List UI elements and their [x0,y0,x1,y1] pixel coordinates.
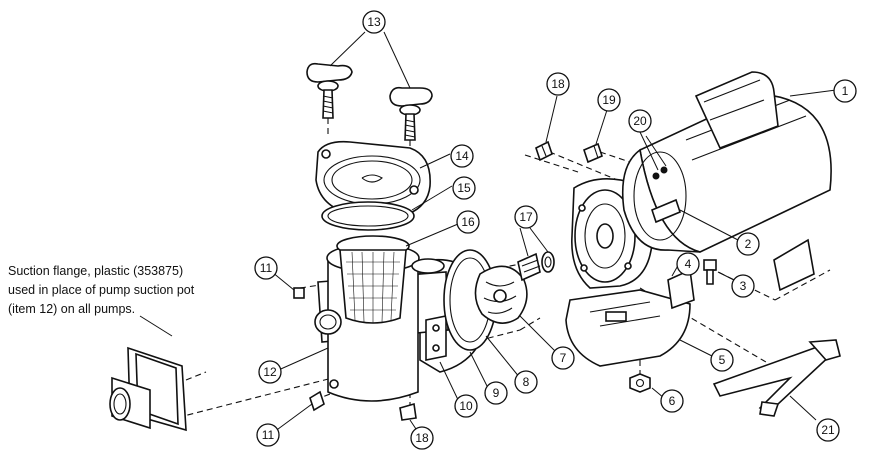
svg-text:12: 12 [263,365,277,379]
callout-8: 8 [514,370,538,394]
svg-text:2: 2 [745,237,752,251]
impeller [474,265,528,324]
svg-text:21: 21 [821,423,835,437]
svg-text:1: 1 [842,84,849,98]
callout-14: 14 [450,144,474,168]
leader-lines [139,31,837,433]
strainer-lid [315,140,431,215]
suction-flange-note: Suction flange, plastic (353875) used in… [8,262,258,319]
callout-15: 15 [452,176,476,200]
lid-o-ring [321,201,415,231]
lid-knob-left [306,62,353,119]
svg-text:11: 11 [260,261,273,275]
svg-text:17: 17 [519,210,533,224]
callout-13: 13 [362,10,386,34]
callout-18-bottom: 18 [410,426,434,450]
svg-text:15: 15 [457,181,471,195]
callout-6: 6 [660,389,684,413]
note-line-3: (item 12) on all pumps. [8,302,136,316]
callout-11-bottom: 11 [256,423,280,447]
callout-18-top: 18 [546,72,570,96]
suction-flange [109,346,207,432]
svg-text:6: 6 [669,394,676,408]
base-tool [712,339,841,417]
screw-11-bottom [309,390,325,412]
svg-text:18: 18 [551,77,565,91]
svg-text:14: 14 [455,149,469,163]
svg-text:18: 18 [415,431,429,445]
svg-text:11: 11 [262,428,275,442]
callout-19: 19 [597,88,621,112]
svg-text:9: 9 [493,386,500,400]
svg-text:19: 19 [602,93,616,107]
strainer-basket [336,235,410,324]
note-line-1: Suction flange, plastic (353875) [8,264,184,278]
motor [621,71,832,253]
callout-20: 20 [628,109,652,133]
screw-18-bottom [399,402,417,421]
callout-1: 1 [833,79,857,103]
screw-18-top [535,140,553,162]
callout-10: 10 [454,394,478,418]
callout-21: 21 [816,418,840,442]
shaft-seal [517,251,555,282]
callout-2: 2 [736,232,760,256]
svg-text:20: 20 [633,114,647,128]
svg-text:10: 10 [459,399,473,413]
motor-base [565,289,691,367]
svg-text:5: 5 [719,353,726,367]
callout-12: 12 [258,360,282,384]
svg-text:7: 7 [560,351,567,365]
callout-5: 5 [710,348,734,372]
svg-text:16: 16 [461,215,475,229]
screw-19 [583,142,603,164]
rear-foot [773,238,815,292]
svg-text:3: 3 [740,279,747,293]
callout-4: 4 [676,252,700,276]
callout-17: 17 [514,205,538,229]
svg-text:4: 4 [685,257,692,271]
screw-11-top [293,287,305,299]
nut-6 [629,373,651,393]
callout-11-top: 11 [254,256,278,280]
bolt-3 [703,259,717,285]
callout-9: 9 [484,381,508,405]
callout-3: 3 [731,274,755,298]
note-line-2: used in place of pump suction pot [8,283,195,297]
svg-text:8: 8 [523,375,530,389]
callout-16: 16 [456,210,480,234]
callout-7: 7 [551,346,575,370]
lid-knob-right [389,86,433,141]
svg-text:13: 13 [367,15,381,29]
